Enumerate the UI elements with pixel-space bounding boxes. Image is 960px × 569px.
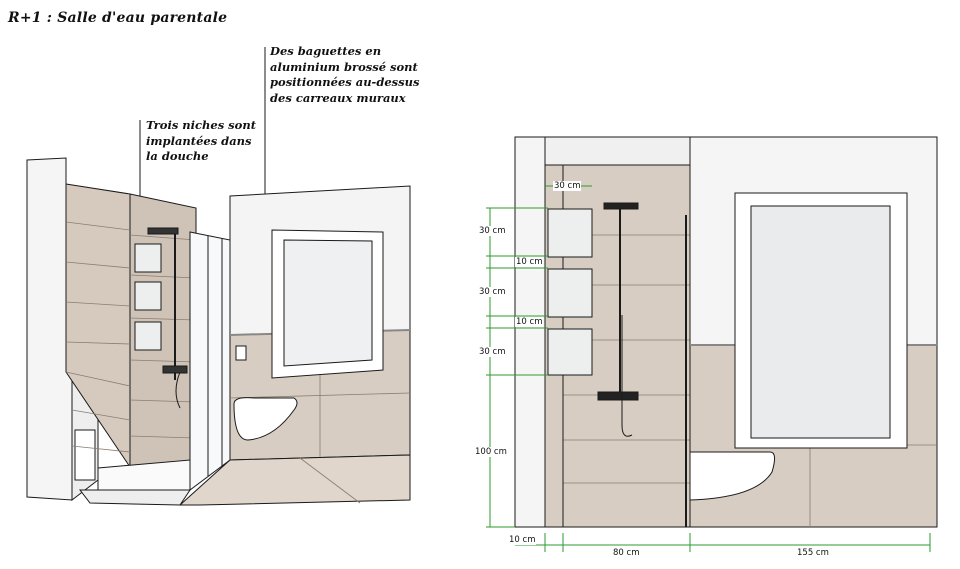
toilet-elevation — [689, 451, 776, 501]
dim-niche-height-1: 30 cm — [478, 226, 507, 236]
shower-glass-door — [189, 231, 231, 491]
mixer — [162, 365, 188, 374]
dim-base-height: 100 cm — [474, 447, 508, 457]
access-hatch — [74, 429, 96, 481]
note-baguettes: Des baguettes en aluminium brossé sont p… — [270, 44, 420, 105]
niches-elevation — [547, 208, 593, 376]
dim-niche-width: 30 cm — [553, 181, 582, 191]
dimension-lines — [486, 185, 931, 552]
floor — [178, 454, 411, 506]
dim-room-width: 155 cm — [796, 548, 830, 558]
shower-tray — [97, 459, 191, 491]
dim-gap-1: 10 cm — [515, 257, 544, 267]
page-title: R+1 : Salle d'eau parentale — [8, 10, 228, 26]
dim-niche-height-3: 30 cm — [478, 347, 507, 357]
dim-shower-width: 80 cm — [612, 548, 641, 558]
shower-head — [147, 227, 179, 235]
note-niches: Trois niches sont implantées dans la dou… — [146, 118, 257, 163]
perspective-view — [26, 47, 411, 506]
left-partition — [26, 157, 73, 501]
elevation-view — [514, 136, 938, 528]
shower-head-elevation — [603, 202, 639, 210]
dim-left-wall: 10 cm — [508, 535, 537, 545]
niches-perspective — [134, 243, 162, 351]
toilet-perspective — [233, 397, 298, 441]
dim-gap-2: 10 cm — [515, 317, 544, 327]
dim-niche-height-2: 30 cm — [478, 287, 507, 297]
